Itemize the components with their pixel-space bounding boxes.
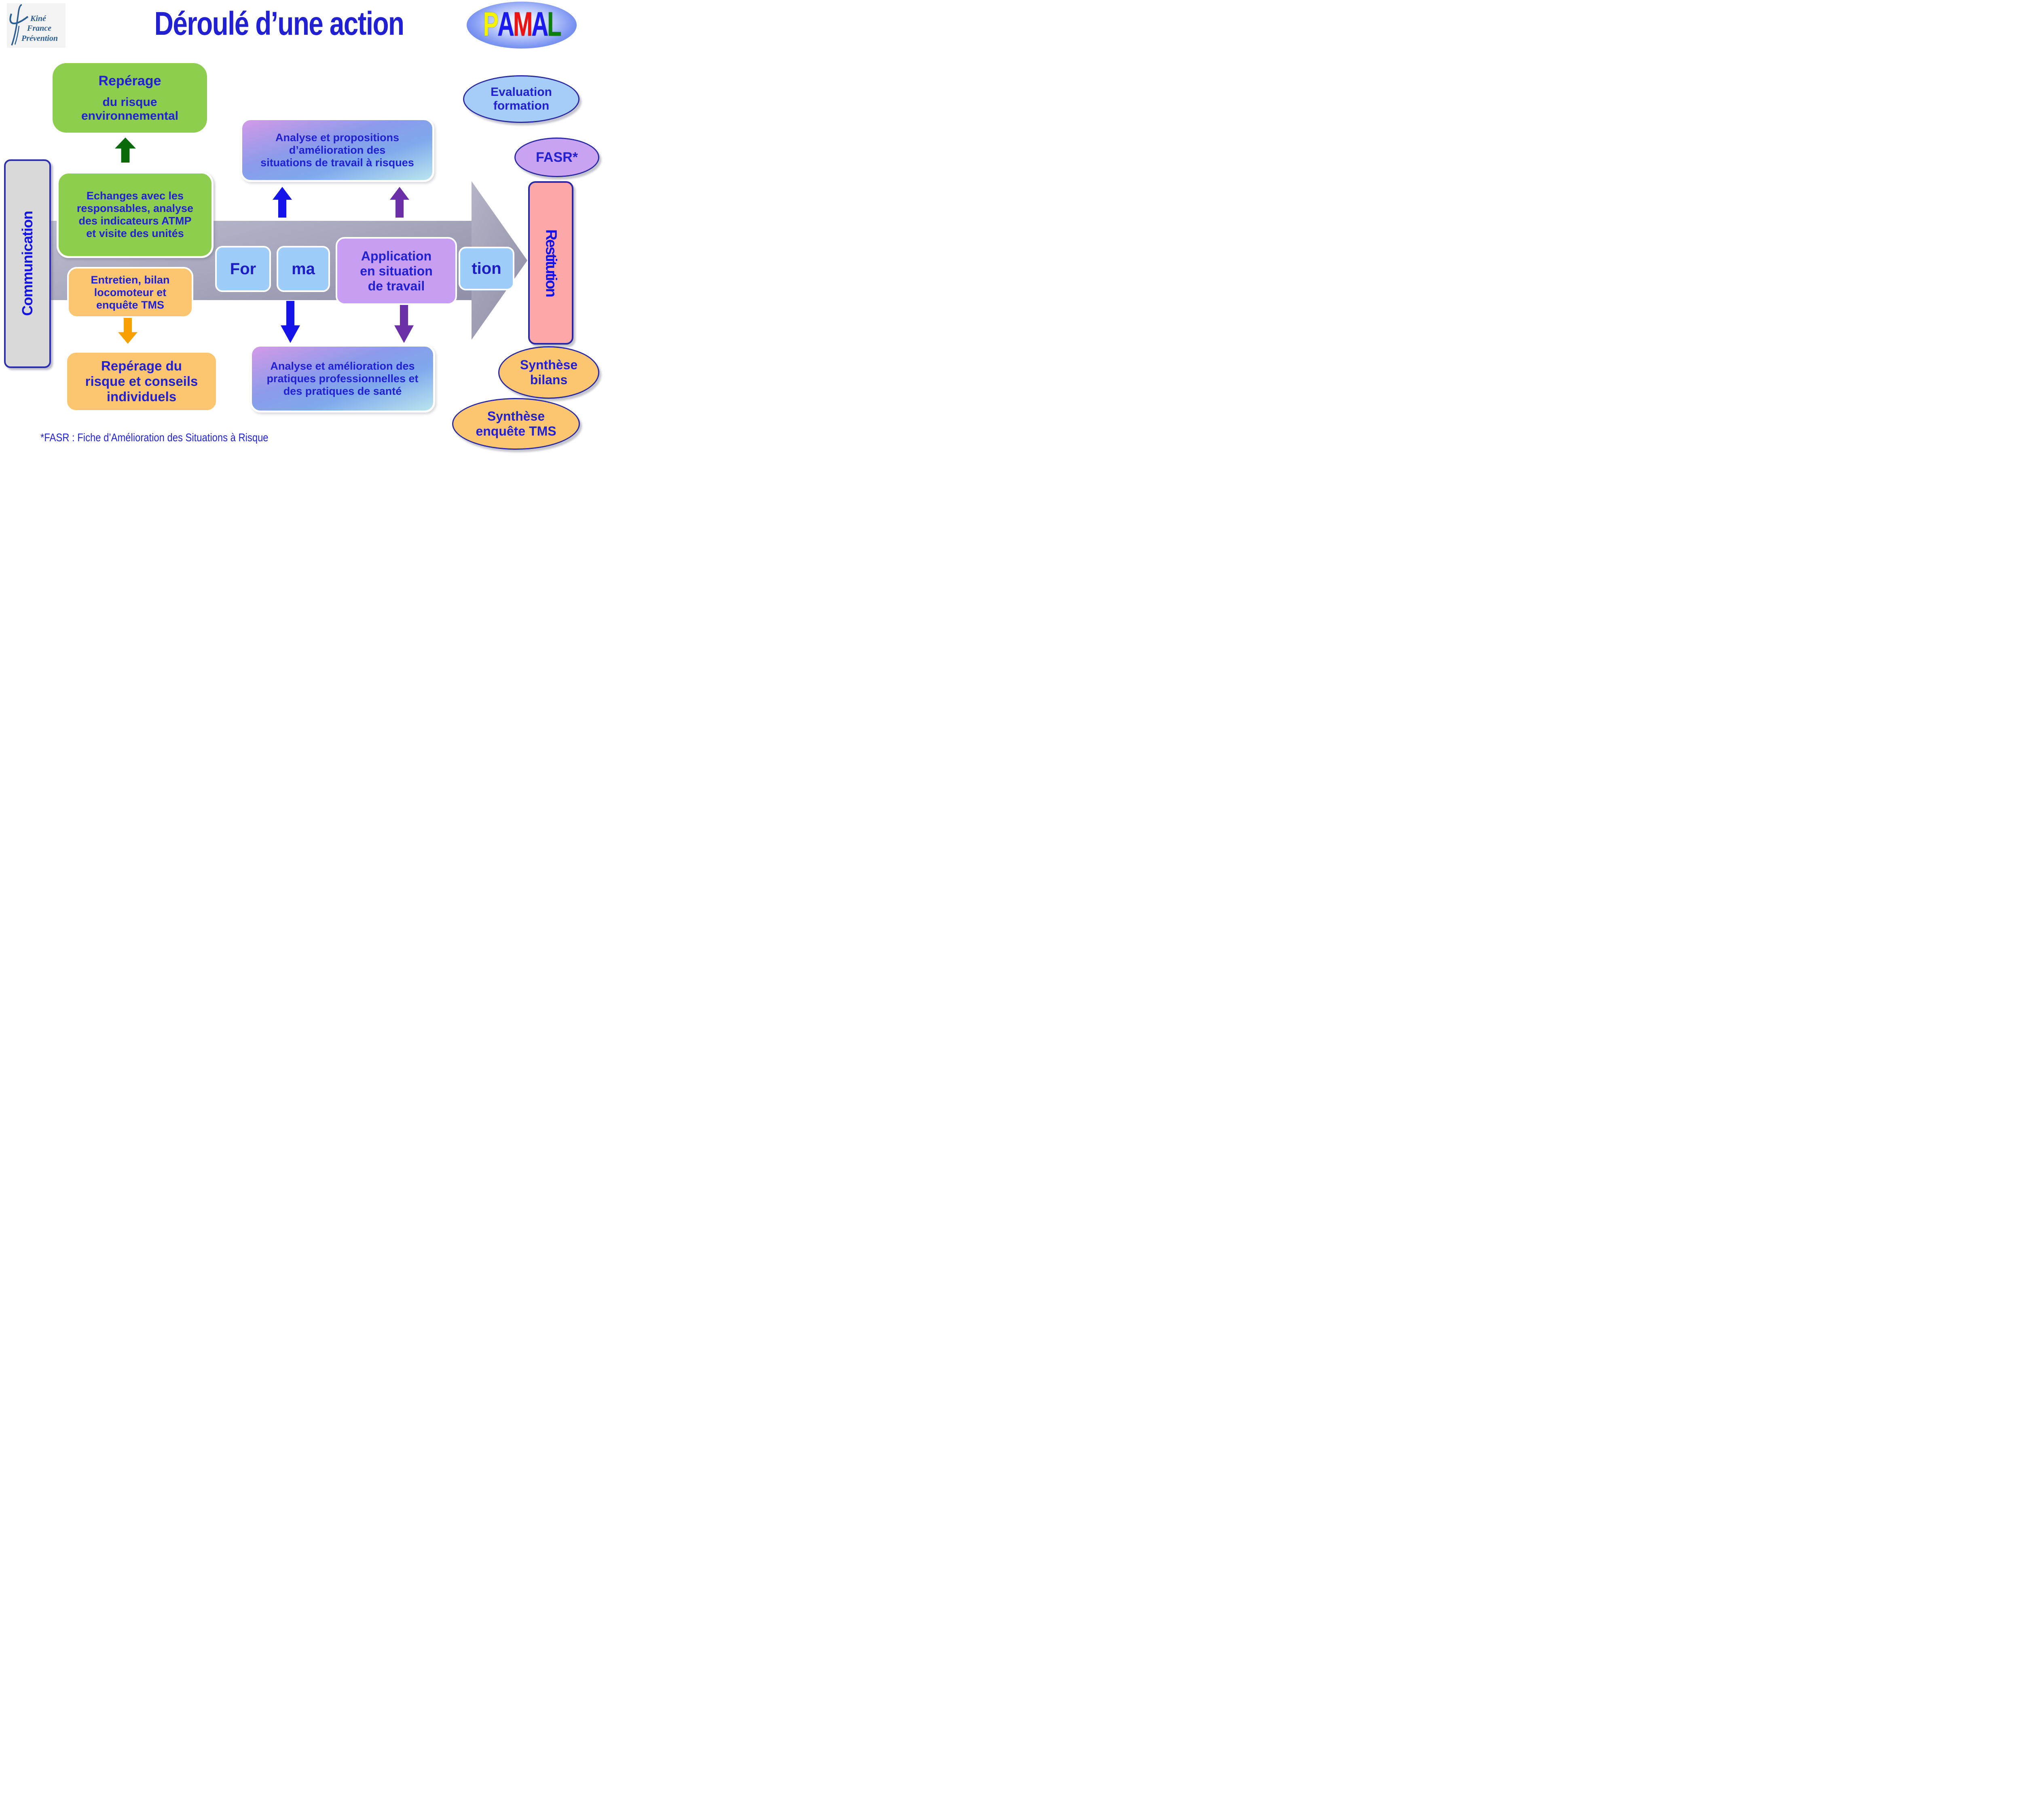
pamal-logo: P A M A L [467,2,577,49]
pamal-logo-ellipse [467,2,577,49]
box-text: du risque environnemental [81,95,179,123]
kine-france-prevention-logo: Kiné France Prévention [7,3,66,48]
kine-logo-line: France [27,24,51,33]
synthese-bilans-ellipse: Synthèse bilans [498,346,599,399]
communication-label-box: Communication [4,159,51,368]
down-arrow-purple-icon [394,301,414,343]
pamal-letter: A [497,5,514,43]
entretien-bilan-box: Entretien, bilan locomoteur et enquête T… [67,267,193,318]
evaluation-formation-ellipse: Evaluation formation [463,75,580,123]
analyse-amelioration-pratiques-box: Analyse et amélioration des pratiques pr… [250,345,435,413]
segment-tion-box: tion [459,247,514,290]
pamal-letter: L [547,5,561,43]
up-arrow-blue-icon [273,187,292,218]
up-arrow-green-icon [115,138,136,163]
pamal-letter: P [483,5,499,43]
segment-for-box: For [215,246,271,292]
reperage-risque-environnemental-box: Repérage du risque environnemental [53,63,207,133]
echanges-responsables-box: Echanges avec les responsables, analyse … [57,171,214,258]
pamal-letter: A [531,5,548,43]
pamal-letter: M [513,5,533,43]
down-arrow-orange-icon [118,318,137,344]
fasr-footnote: *FASR : Fiche d’Amélioration des Situati… [40,431,269,444]
down-arrow-blue-icon [281,301,300,343]
up-arrow-purple-icon [390,187,409,218]
fasr-ellipse: FASR* [514,138,599,177]
box-text: Repérage [98,73,161,89]
application-situation-travail-box: Application en situation de travail [336,237,457,305]
slide-canvas: Kiné France Prévention Déroulé d’une act… [0,0,607,455]
restitution-label: Restitution [542,229,560,296]
pamal-logo-letters: P A M A L [467,0,577,58]
kine-figure-icon [9,4,29,46]
restitution-label-box: Restitution [528,181,573,345]
communication-label: Communication [19,211,36,316]
kine-logo-text: Kiné France Prévention [21,14,58,43]
reperage-risque-conseils-box: Repérage du risque et conseils individue… [66,351,218,412]
synthese-enquete-tms-ellipse: Synthèse enquête TMS [452,398,580,450]
kine-logo-line: Prévention [21,34,58,43]
analyse-propositions-box: Analyse et propositions d’amélioration d… [240,118,434,182]
kine-logo-line: Kiné [30,14,46,23]
page-title: Déroulé d’une action [154,5,404,42]
segment-ma-box: ma [277,246,330,292]
